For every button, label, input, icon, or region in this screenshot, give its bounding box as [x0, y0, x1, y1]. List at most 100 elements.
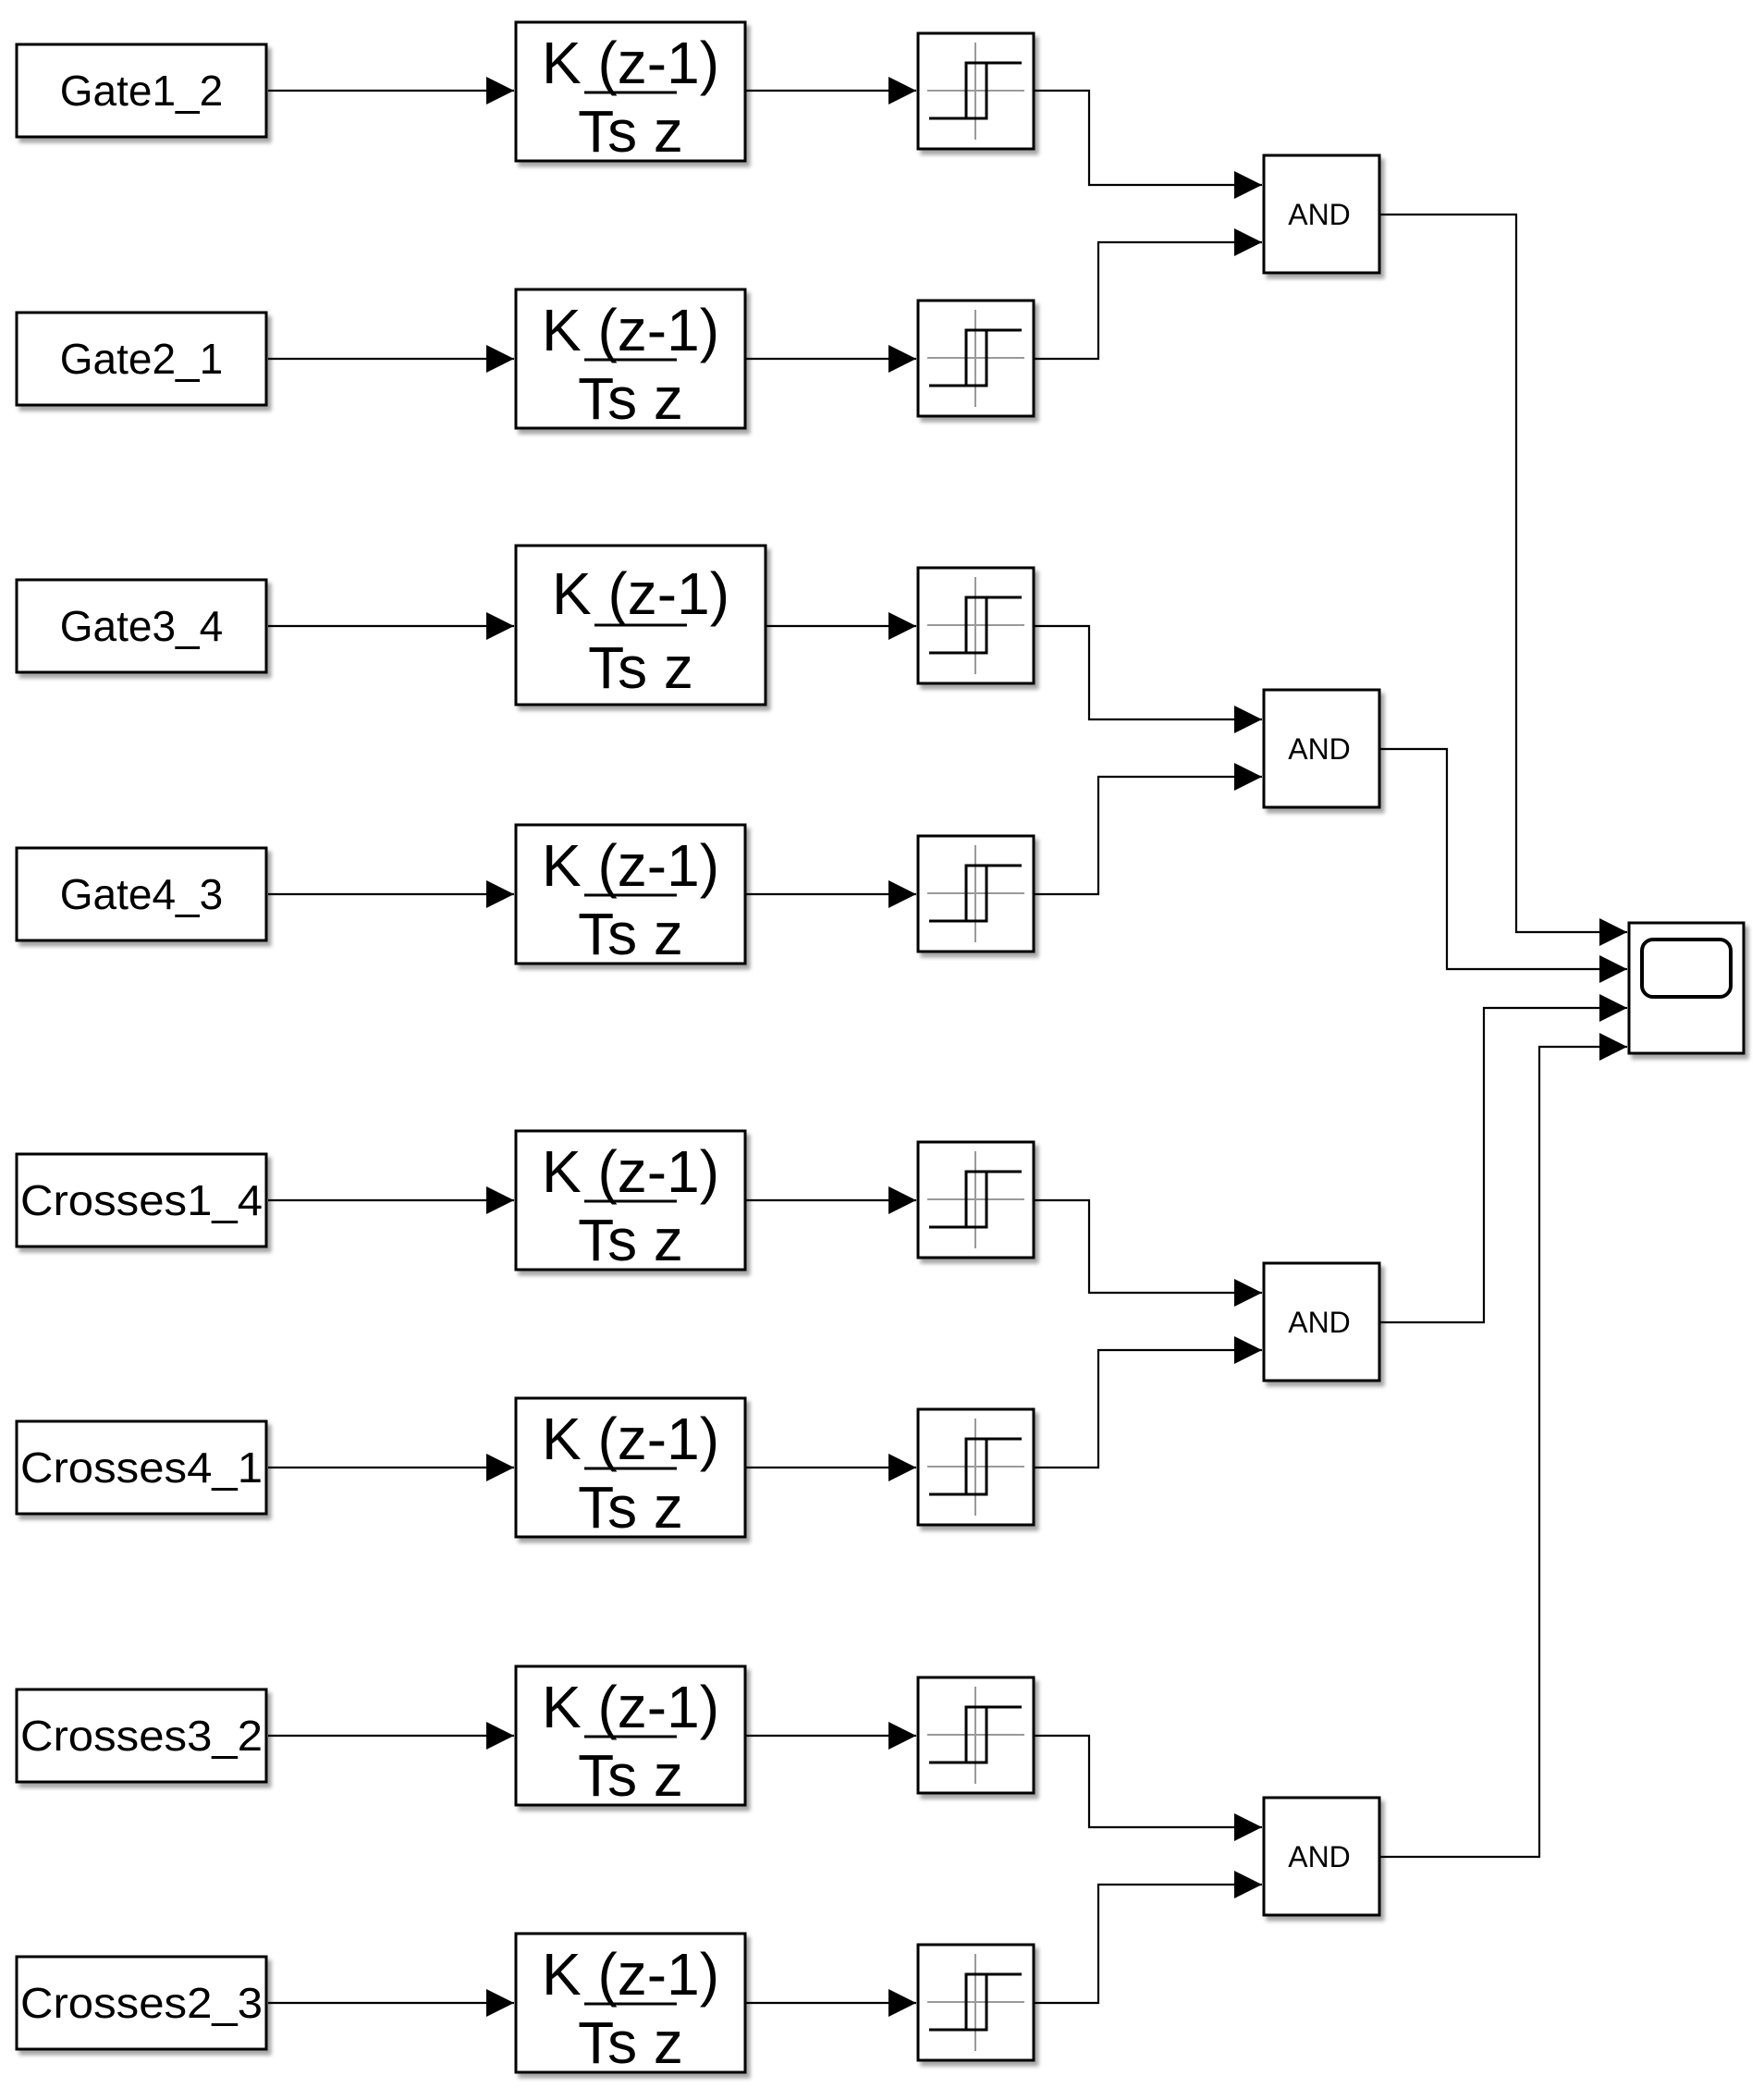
signal-wire [1379, 1045, 1627, 1859]
source-block[interactable]: Crosses3_2 [15, 1688, 268, 1784]
tf-numerator: K (z-1) [542, 297, 719, 363]
relay-block[interactable] [916, 1407, 1035, 1527]
arrowhead [1234, 1871, 1262, 1898]
arrowhead [888, 1722, 916, 1750]
scope-screen-icon [1640, 938, 1733, 999]
tf-denominator: Ts z [578, 1474, 683, 1541]
arrowhead [888, 1186, 916, 1214]
signal-wire [1379, 747, 1627, 971]
transfer-function-block[interactable]: K (z-1) Ts z [514, 1932, 747, 2076]
signal-wire [1034, 775, 1262, 896]
arrowhead [486, 77, 514, 104]
arrowhead [1234, 171, 1262, 199]
arrowhead [486, 345, 514, 373]
transfer-function-block[interactable]: K (z-1) Ts z [514, 544, 767, 706]
tf-numerator: K (z-1) [542, 30, 719, 96]
arrowhead [1599, 1033, 1627, 1061]
relay-block[interactable] [916, 31, 1035, 151]
and-gate-label: AND [1288, 198, 1351, 231]
arrowhead [888, 880, 916, 908]
relay-block[interactable] [916, 566, 1035, 685]
source-block[interactable]: Gate4_3 [15, 846, 268, 942]
tf-numerator: K (z-1) [542, 1406, 719, 1472]
arrowhead [888, 612, 916, 640]
tf-numerator: K (z-1) [542, 1138, 719, 1205]
relay-block[interactable] [916, 1943, 1035, 2062]
arrowhead [1234, 763, 1262, 791]
source-label: Crosses4_1 [20, 1443, 263, 1492]
arrowhead [1234, 706, 1262, 733]
tf-denominator: Ts z [578, 1742, 683, 1809]
arrowhead [888, 1989, 916, 2017]
signal-wire [1379, 213, 1627, 934]
and-gate-block[interactable]: AND [1262, 154, 1381, 275]
source-label: Crosses1_4 [20, 1176, 263, 1224]
transfer-function-block[interactable]: K (z-1) Ts z [514, 1664, 747, 1809]
relay-hysteresis-icon [927, 577, 1024, 674]
and-gate-label: AND [1288, 732, 1351, 766]
transfer-function-block[interactable]: K (z-1) Ts z [514, 288, 747, 432]
source-label: Crosses2_3 [20, 1979, 263, 2027]
arrowhead [1234, 1279, 1262, 1307]
tf-denominator: Ts z [588, 634, 693, 701]
tf-denominator: Ts z [578, 2009, 683, 2076]
signal-wire [1034, 89, 1262, 187]
arrowhead [1599, 918, 1627, 946]
relay-block[interactable] [916, 1140, 1035, 1259]
relay-hysteresis-icon [927, 1687, 1024, 1784]
signal-wire [1034, 1348, 1262, 1469]
tf-numerator: K (z-1) [542, 832, 719, 899]
arrowhead [486, 1722, 514, 1750]
relay-hysteresis-icon [927, 43, 1024, 140]
and-gate-label: AND [1288, 1306, 1351, 1339]
signal-wires [268, 77, 1627, 2017]
signal-wire [1379, 1006, 1627, 1324]
relay-block[interactable] [916, 299, 1035, 418]
transfer-function-block[interactable]: K (z-1) Ts z [514, 1396, 747, 1541]
arrowhead [1599, 955, 1627, 983]
arrowhead [888, 345, 916, 373]
signal-wire [1034, 1883, 1262, 2005]
and-gate-block[interactable]: AND [1262, 1261, 1381, 1382]
source-label: Crosses3_2 [20, 1712, 263, 1760]
source-label: Gate3_4 [60, 602, 223, 650]
signal-wire [1034, 1198, 1262, 1295]
tf-denominator: Ts z [578, 98, 683, 165]
tf-denominator: Ts z [578, 1207, 683, 1273]
source-block[interactable]: Gate2_1 [15, 311, 268, 407]
arrowhead [1234, 1336, 1262, 1364]
relay-block[interactable] [916, 1676, 1035, 1795]
transfer-function-block[interactable]: K (z-1) Ts z [514, 1129, 747, 1273]
arrowhead [888, 77, 916, 104]
arrowhead [486, 1454, 514, 1481]
relay-hysteresis-icon [927, 845, 1024, 942]
tf-numerator: K (z-1) [542, 1941, 719, 2008]
arrowhead [486, 612, 514, 640]
relay-hysteresis-icon [927, 1954, 1024, 2051]
arrowhead [1234, 1813, 1262, 1841]
arrowhead [486, 1186, 514, 1214]
source-block[interactable]: Crosses2_3 [15, 1955, 268, 2051]
signal-wire [1034, 624, 1262, 721]
tf-denominator: Ts z [578, 365, 683, 432]
tf-numerator: K (z-1) [552, 560, 729, 627]
and-gate-block[interactable]: AND [1262, 688, 1381, 809]
tf-denominator: Ts z [578, 901, 683, 967]
signal-wire [1034, 1734, 1262, 1829]
source-label: Gate2_1 [60, 335, 223, 383]
source-block[interactable]: Crosses1_4 [15, 1152, 268, 1248]
signal-wire [1034, 240, 1262, 361]
source-label: Gate4_3 [60, 870, 223, 918]
transfer-function-block[interactable]: K (z-1) Ts z [514, 823, 747, 967]
and-gate-label: AND [1288, 1840, 1351, 1873]
arrowhead [486, 1989, 514, 2017]
relay-hysteresis-icon [927, 1151, 1024, 1248]
scope-block[interactable] [1627, 921, 1746, 1055]
source-block[interactable]: Crosses4_1 [15, 1419, 268, 1516]
transfer-function-block[interactable]: K (z-1) Ts z [514, 20, 747, 165]
relay-block[interactable] [916, 834, 1035, 953]
and-gate-block[interactable]: AND [1262, 1796, 1381, 1917]
source-block[interactable]: Gate3_4 [15, 578, 268, 674]
source-block[interactable]: Gate1_2 [15, 43, 268, 139]
